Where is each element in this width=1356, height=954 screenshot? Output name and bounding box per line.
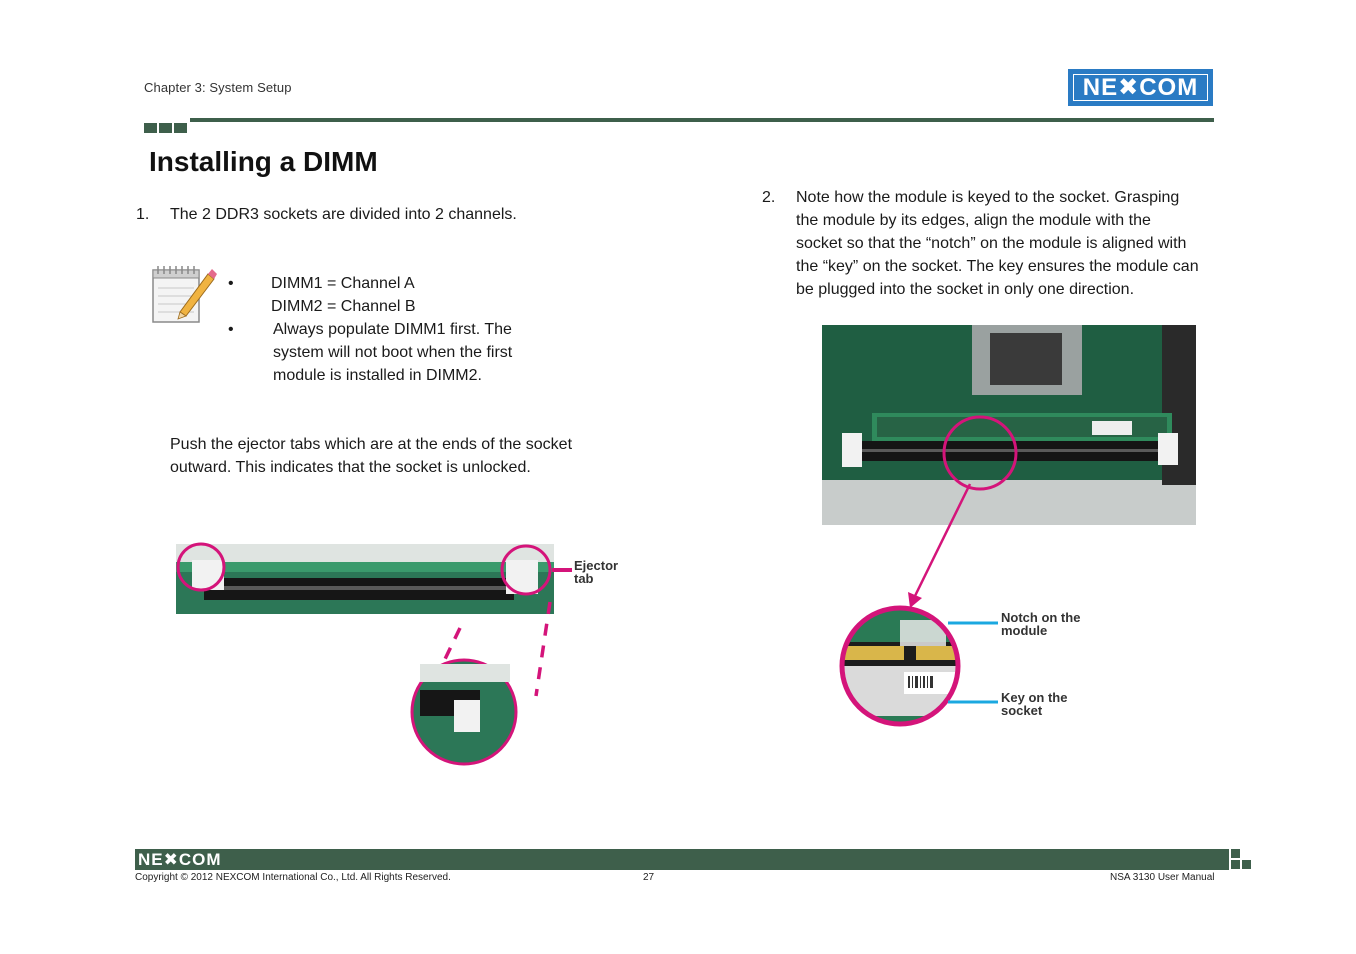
footer-logo: NE✖COM bbox=[138, 850, 222, 869]
page-title: Installing a DIMM bbox=[149, 146, 378, 177]
step2-line1: Note how the module is keyed to the sock… bbox=[796, 189, 1180, 206]
footer-square-1 bbox=[1231, 849, 1240, 858]
zoom-arrow bbox=[908, 483, 972, 608]
key-caption-line1: Key on the bbox=[1001, 690, 1068, 705]
push-text-line2: outward. This indicates that the socket … bbox=[170, 459, 531, 476]
ejector-caption-line1: Ejector bbox=[574, 558, 619, 573]
step2-line4: the “key” on the socket. The key ensures… bbox=[796, 258, 1199, 275]
step1-text: The 2 DDR3 sockets are divided into 2 ch… bbox=[170, 206, 517, 223]
note-bullet2-line2: system will not boot when the first bbox=[273, 344, 513, 361]
step2-line2: the module by its edges, align the modul… bbox=[796, 212, 1151, 229]
ejector-tab-photo bbox=[176, 542, 572, 766]
dimm-socket-photo bbox=[822, 325, 1196, 525]
nexcom-logo-text: NE✖COM bbox=[1074, 75, 1207, 100]
footer-square-2 bbox=[1231, 860, 1240, 869]
note-bullet1-line2: DIMM2 = Channel B bbox=[271, 298, 416, 315]
footer-square-3 bbox=[1242, 860, 1251, 869]
nexcom-logo: NE✖COM bbox=[1068, 69, 1213, 106]
note-bullet-2: • bbox=[228, 321, 234, 338]
step2-number: 2. bbox=[762, 189, 776, 206]
push-text-line1: Push the ejector tabs which are at the e… bbox=[170, 436, 573, 453]
note-bullet2-line3: module is installed in DIMM2. bbox=[273, 367, 482, 384]
footer-copyright: Copyright © 2012 NEXCOM International Co… bbox=[135, 872, 451, 883]
footer-bar bbox=[135, 849, 1229, 870]
step2-line3: socket so that the “notch” on the module… bbox=[796, 235, 1187, 252]
footer-page-number: 27 bbox=[643, 872, 655, 883]
note-bullet2-line1: Always populate DIMM1 first. The bbox=[273, 321, 512, 338]
key-caption-line2: socket bbox=[1001, 703, 1043, 718]
callout-lines bbox=[948, 621, 998, 704]
note-bullet-1: • bbox=[228, 275, 234, 292]
ejector-caption-line2: tab bbox=[574, 571, 594, 586]
footer-manual-name: NSA 3130 User Manual bbox=[1110, 872, 1215, 883]
chapter-heading: Chapter 3: System Setup bbox=[144, 80, 292, 95]
note-pad-icon bbox=[152, 266, 217, 323]
note-bullet1-line1: DIMM1 = Channel A bbox=[271, 275, 415, 292]
step2-line5: be plugged into the socket in only one d… bbox=[796, 281, 1135, 298]
notch-caption-line1: Notch on the bbox=[1001, 610, 1081, 625]
notch-key-zoom bbox=[839, 605, 961, 727]
header-rule bbox=[190, 118, 1214, 122]
header-squares bbox=[144, 120, 189, 138]
notch-caption-line2: module bbox=[1001, 623, 1048, 638]
step1-number: 1. bbox=[136, 206, 150, 223]
